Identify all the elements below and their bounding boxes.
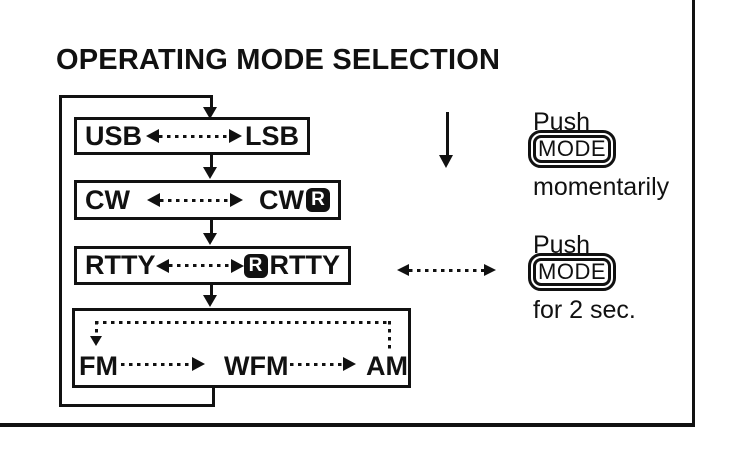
mode-button-label: MODE <box>533 135 611 163</box>
mode-rtty: RTTY <box>85 250 156 280</box>
mode-box-ssb: USB LSB <box>74 117 310 155</box>
mode-am: AM <box>366 351 408 381</box>
dotted-double-arrow-icon <box>146 193 243 207</box>
mode-cw: CW <box>85 184 130 215</box>
page-frame-bottom-rule <box>0 423 695 427</box>
down-arrowhead-icon <box>203 107 217 119</box>
down-arrow-icon <box>210 220 213 235</box>
down-arrowhead-icon <box>203 295 217 307</box>
down-arrow-icon <box>210 96 213 108</box>
dotted-double-arrow-icon <box>155 258 244 273</box>
for-2-sec-label: for 2 sec. <box>533 296 636 324</box>
mode-button: MODE <box>528 130 616 168</box>
page-title: OPERATING MODE SELECTION <box>56 44 501 76</box>
down-arrow-icon <box>210 155 213 169</box>
down-arrowhead-icon <box>439 155 453 168</box>
mode-rtty-reverse: R RTTY <box>243 250 340 281</box>
mode-lsb: LSB <box>244 120 299 151</box>
momentarily-label: momentarily <box>533 173 670 201</box>
down-arrowhead-icon <box>203 233 217 245</box>
reverse-badge-icon: R <box>243 253 268 278</box>
mode-usb: USB <box>85 120 143 151</box>
down-arrow-icon <box>210 285 213 297</box>
mode-box-cw: CW CW R <box>74 180 341 220</box>
loop-line-bottom <box>59 404 215 407</box>
mode-cw-reverse: CW R <box>259 185 330 216</box>
mode-wfm: WFM <box>224 351 289 381</box>
dotted-return-line <box>95 321 391 324</box>
mode-button: MODE <box>528 253 616 291</box>
page-frame-right-rule <box>692 0 695 427</box>
mode-button-label: MODE <box>533 258 611 286</box>
dotted-double-arrow-icon <box>397 264 496 276</box>
dotted-right-arrow-icon <box>121 357 205 371</box>
down-arrowhead-icon <box>203 167 217 179</box>
dotted-return-line-left <box>95 321 98 337</box>
loop-line-top <box>59 95 213 98</box>
loop-line-return <box>212 387 215 407</box>
dotted-right-arrow-icon <box>290 357 356 371</box>
mode-box-fm-group: FM WFM AM <box>72 308 411 388</box>
reverse-badge-icon: R <box>306 188 330 212</box>
mode-box-rtty: RTTY R RTTY <box>74 246 351 285</box>
loop-line-left <box>59 95 62 407</box>
down-arrowhead-icon <box>90 336 102 346</box>
dotted-return-line-right <box>388 321 391 352</box>
mode-fm: FM <box>79 351 118 381</box>
down-arrow-icon <box>446 112 449 157</box>
dotted-double-arrow-icon <box>145 129 242 143</box>
